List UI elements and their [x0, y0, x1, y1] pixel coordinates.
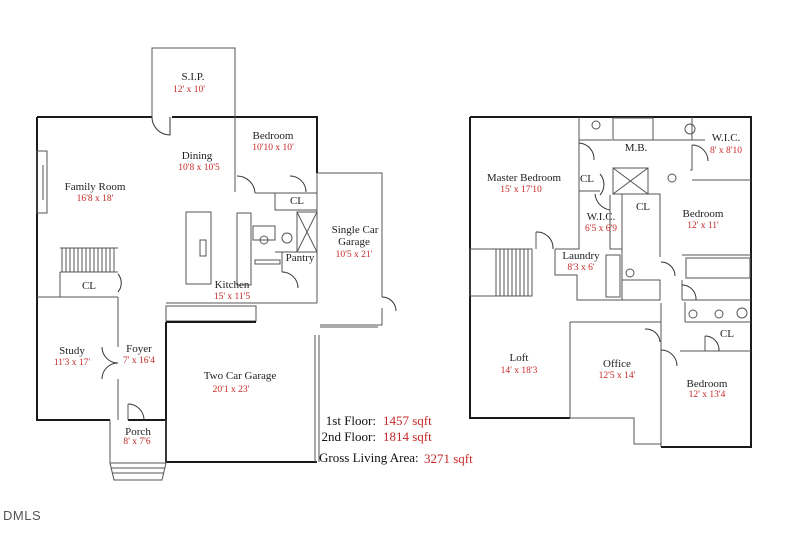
- room-dimension: 8'3 x 6': [567, 263, 594, 273]
- room-dimension: 12'5 x 14': [599, 371, 636, 381]
- first-floor-label: 1st Floor:: [326, 413, 376, 428]
- room-label: CL: [82, 280, 96, 292]
- gross-area-label: Gross Living Area:: [319, 450, 419, 465]
- room-label: Bedroom: [687, 378, 728, 390]
- room-dimension: 16'8 x 18': [77, 194, 114, 204]
- fireplace-icon: [36, 150, 48, 214]
- room-dimension: 14' x 18'3: [501, 366, 538, 376]
- room-dimension: 15' x 17'10: [500, 185, 542, 195]
- second-floor-value: 1814 sqft: [383, 429, 432, 444]
- room-label: Two Car Garage: [204, 370, 277, 382]
- watermark: DMLS: [3, 508, 42, 523]
- area-summary: 1st Floor: 1457 sqft 2nd Floor: 1814 sqf…: [319, 413, 473, 466]
- room-label: CL: [580, 173, 594, 185]
- room-label: Single Car: [332, 224, 379, 236]
- room-label: Pantry: [286, 252, 315, 264]
- first-floor-value: 1457 sqft: [383, 413, 432, 428]
- second-floor: [469, 116, 752, 448]
- room-label: M.B.: [625, 142, 648, 154]
- room-label: Foyer: [126, 343, 152, 355]
- room-label: Dining: [182, 150, 213, 162]
- room-label: W.I.C.: [587, 211, 616, 223]
- room-label: Kitchen: [215, 279, 250, 291]
- room-dimension: 10'5 x 21': [336, 250, 373, 260]
- room-label: Loft: [510, 352, 529, 364]
- room-label: Study: [59, 345, 85, 357]
- room-dimension: 8' x 8'10: [710, 146, 742, 156]
- room-label: CL: [636, 201, 650, 213]
- room-label: Bedroom: [253, 130, 294, 142]
- stairs-icon: [495, 249, 529, 296]
- room-dimension: 12' x 13'4: [689, 390, 726, 400]
- room-label: Porch: [125, 426, 151, 438]
- gross-area-value: 3271 sqft: [424, 451, 473, 466]
- room-label: CL: [290, 195, 304, 207]
- room-dimension: 8' x 7'6: [123, 437, 150, 447]
- room-label: S.I.P.: [182, 71, 205, 83]
- first-floor: [36, 47, 397, 481]
- room-dimension: 20'1 x 23': [213, 385, 250, 395]
- room-label: W.I.C.: [712, 132, 741, 144]
- room-label: Laundry: [562, 250, 600, 262]
- room-dimension: 12' x 11': [687, 221, 719, 231]
- room-dimension: 15' x 11'5: [214, 292, 251, 302]
- room-label: CL: [720, 328, 734, 340]
- room-dimension: 11'3 x 17': [54, 358, 91, 368]
- second-floor-label: 2nd Floor:: [321, 429, 376, 444]
- room-label: Master Bedroom: [487, 172, 562, 184]
- room-dimension: 10'10 x 10': [252, 143, 294, 153]
- room-label: Garage: [338, 236, 370, 248]
- room-dimension: 6'5 x 6'9: [585, 224, 617, 234]
- room-dimension: 12' x 10': [173, 85, 205, 95]
- room-label: Bedroom: [683, 208, 724, 220]
- room-labels: S.I.P. 12' x 10' Bedroom 10'10 x 10' Din…: [54, 71, 742, 447]
- room-dimension: 7' x 16'4: [123, 356, 155, 366]
- room-dimension: 10'8 x 10'5: [178, 163, 220, 173]
- room-label: Office: [603, 358, 631, 370]
- stairs-icon: [60, 247, 118, 273]
- room-label: Family Room: [65, 181, 126, 193]
